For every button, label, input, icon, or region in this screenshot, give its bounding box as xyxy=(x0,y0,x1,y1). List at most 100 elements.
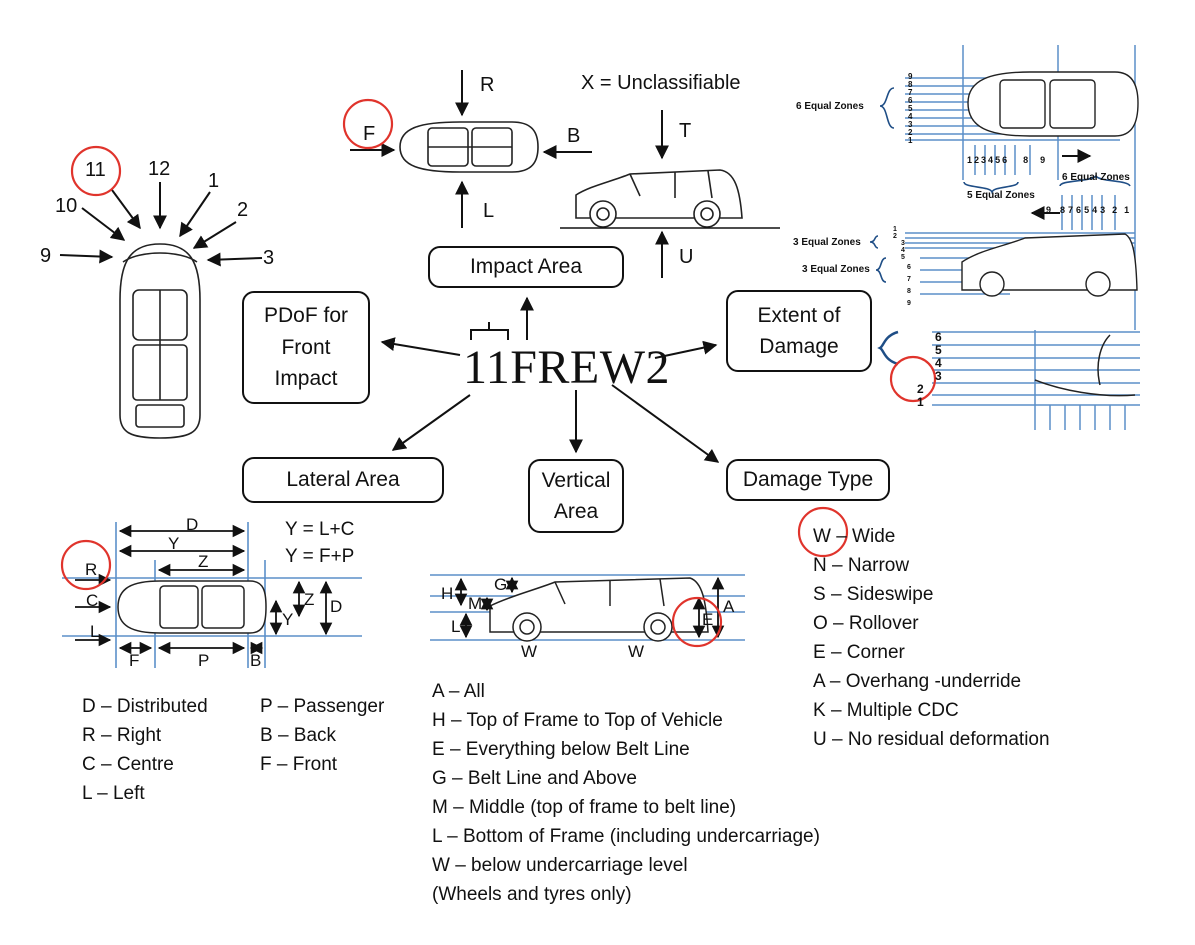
equation-y-lc: Y = L+C xyxy=(285,519,355,540)
zone-numbers-detail: 6 5 4 3 2 1 xyxy=(917,331,949,409)
vertical-dim-w2: W xyxy=(628,642,645,661)
zone-label: 5 xyxy=(995,155,1001,165)
clock-2: 2 xyxy=(237,199,249,221)
zone-label: 3 xyxy=(901,240,905,247)
damage-type-legend: W – Wide N – Narrow S – Sideswipe O – Ro… xyxy=(813,522,1050,754)
vertical-dim-e: E xyxy=(702,610,714,629)
legend-item: N – Narrow xyxy=(813,555,910,576)
legend-item: P – Passenger xyxy=(260,696,385,717)
legend-item: L – Bottom of Frame (including undercarr… xyxy=(432,826,820,847)
lateral-car xyxy=(117,580,267,634)
zone-label: 9 xyxy=(1046,205,1052,215)
zone-label: 2 xyxy=(908,128,913,137)
impact-dir-r: R xyxy=(480,74,495,96)
zone-label: 8 xyxy=(908,80,913,89)
zone-numbers-side: 1 2 3 4 5 6 7 8 9 xyxy=(893,226,911,307)
lateral-dim-y: Y xyxy=(168,534,180,553)
highlight-circle-11 xyxy=(70,145,122,197)
lateral-dim-d: D xyxy=(186,515,199,534)
legend-item: E – Everything below Belt Line xyxy=(432,739,690,760)
clock-1: 1 xyxy=(208,170,220,192)
lateral-legend-right: P – Passenger B – Back F – Front xyxy=(260,692,384,779)
legend-item: F – Front xyxy=(260,754,338,775)
clock-car xyxy=(119,243,201,439)
zone-label: 4 xyxy=(1092,205,1098,215)
impact-dir-u: U xyxy=(679,246,694,268)
vertical-legend: A – All H – Top of Frame to Top of Vehic… xyxy=(432,677,820,909)
zone-numbers-right: 9 8 7 6 5 4 3 2 1 xyxy=(1046,205,1129,215)
five-equal-zones: 5 Equal Zones xyxy=(967,190,1035,201)
impact-side-car xyxy=(575,169,743,228)
zone-label: 5 xyxy=(935,343,942,357)
legend-item: S – Sideswipe xyxy=(813,584,934,605)
zone-label: 4 xyxy=(988,155,994,165)
legend-item: C – Centre xyxy=(82,754,174,775)
zone-label: 4 xyxy=(908,112,913,121)
zone-label: 6 xyxy=(908,96,913,105)
clock-9: 9 xyxy=(40,245,52,267)
extent-side-car xyxy=(961,233,1138,297)
lateral-dim-b: B xyxy=(250,651,262,670)
legend-item: W – below undercarriage level xyxy=(432,855,688,876)
legend-item: G – Belt Line and Above xyxy=(432,768,637,789)
highlight-circle-r xyxy=(60,539,112,591)
damage-type-box: Damage Type xyxy=(726,459,890,501)
legend-item: M – Middle (top of frame to belt line) xyxy=(432,797,737,818)
highlight-circle-2 xyxy=(889,355,937,403)
legend-item: U – No residual deformation xyxy=(813,729,1050,750)
impact-area-box: Impact Area xyxy=(428,246,624,288)
legend-item: W – Wide xyxy=(813,526,896,547)
zone-label: 1 xyxy=(917,395,924,409)
legend-item: L – Left xyxy=(82,783,145,804)
impact-dir-b: B xyxy=(567,125,581,147)
zone-label: 1 xyxy=(893,226,897,233)
vertical-car xyxy=(489,577,709,642)
extent-brace xyxy=(877,330,899,366)
highlight-circle-w xyxy=(797,506,849,558)
zone-label: 3 xyxy=(981,155,987,165)
zone-label: 6 xyxy=(1076,205,1082,215)
lateral-area-box: Lateral Area xyxy=(242,457,444,503)
zone-label: 5 xyxy=(901,254,905,261)
clock-3: 3 xyxy=(263,247,275,269)
vertical-dim-h: H xyxy=(441,584,454,603)
zone-label: 1 xyxy=(908,136,913,145)
lateral-dim-c: C xyxy=(86,591,99,610)
lateral-legend-left: D – Distributed R – Right C – Centre L –… xyxy=(82,692,208,808)
zone-numbers-top: 9 8 7 6 5 4 3 2 1 xyxy=(908,73,918,145)
lateral-dim-z2: Z xyxy=(304,590,315,609)
vertical-dim-l: L xyxy=(451,617,461,636)
lateral-dim-z: Z xyxy=(198,552,209,571)
lateral-grid xyxy=(62,522,362,668)
legend-item: (Wheels and tyres only) xyxy=(432,884,632,905)
extent-of-damage-box: Extent of Damage xyxy=(726,290,872,372)
lateral-dim-l: L xyxy=(90,622,100,641)
zone-numbers-bottom-left: 1 2 3 4 5 6 8 9 xyxy=(967,155,1045,165)
highlight-circle-e xyxy=(671,596,723,648)
impact-dir-l: L xyxy=(483,200,495,222)
zone-label: 2 xyxy=(917,382,924,396)
vertical-dims xyxy=(454,576,725,639)
cdc-code: 11FREW2 xyxy=(463,341,671,394)
zone-label: 4 xyxy=(935,356,942,370)
center-arrows xyxy=(380,296,720,463)
legend-item: O – Rollover xyxy=(813,613,919,634)
extent-detail-car xyxy=(1034,334,1136,397)
vertical-dim-a: A xyxy=(723,597,735,616)
extent-arrows xyxy=(1030,149,1092,220)
zone-label: 9 xyxy=(908,72,913,81)
vertical-dim-m: M xyxy=(468,594,483,613)
extent-braces xyxy=(869,87,1131,283)
lateral-dims xyxy=(75,524,333,655)
clock-10: 10 xyxy=(55,195,78,217)
clock-11: 11 xyxy=(85,159,106,181)
lateral-dim-p: P xyxy=(198,651,210,670)
zone-label: 2 xyxy=(1112,205,1118,215)
zone-label: 1 xyxy=(1124,205,1130,215)
lateral-dim-d2: D xyxy=(330,597,343,616)
highlight-circle-f xyxy=(342,98,394,150)
legend-item: D – Distributed xyxy=(82,696,208,717)
zone-label: 3 xyxy=(1100,205,1106,215)
legend-item: R – Right xyxy=(82,725,162,746)
